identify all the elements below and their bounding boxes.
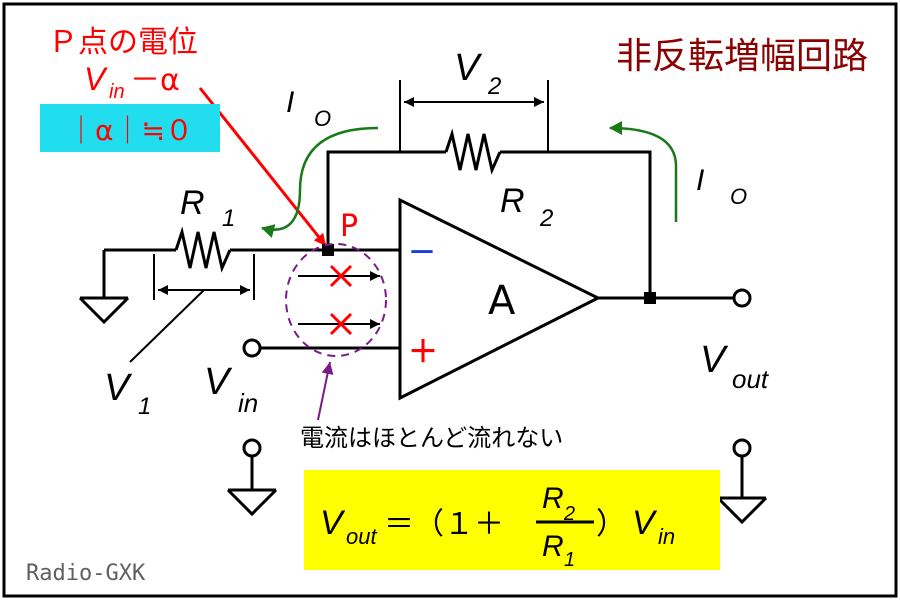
svg-text:2: 2 bbox=[539, 205, 553, 232]
svg-text:V: V bbox=[454, 47, 483, 89]
svg-text:out: out bbox=[732, 364, 770, 394]
resistor-r1 bbox=[174, 226, 232, 273]
p-potential-sub: in bbox=[109, 81, 125, 103]
svg-text:I: I bbox=[286, 86, 294, 119]
svg-text:in: in bbox=[238, 388, 258, 418]
alpha-approx-zero: ｜α｜≒０ bbox=[67, 114, 193, 147]
formula-lhs-sub: out bbox=[346, 524, 377, 549]
op-amp-label: A bbox=[488, 278, 516, 324]
inverting-sign: － bbox=[408, 236, 436, 269]
cross-mark-top bbox=[329, 264, 353, 288]
svg-text:I: I bbox=[696, 164, 704, 197]
svg-text:2: 2 bbox=[487, 73, 501, 100]
vout-label: V out bbox=[700, 339, 770, 394]
io-label-left: I O bbox=[286, 86, 331, 131]
vin-label: V in bbox=[204, 361, 258, 418]
io-arrow-right bbox=[609, 121, 678, 222]
formula: V out ＝（１＋ R 2 R 1 ） V in bbox=[320, 482, 675, 571]
ground-left bbox=[78, 250, 130, 325]
p-point-potential-label: Ｐ点の電位 bbox=[48, 25, 198, 60]
title: 非反転増幅回路 bbox=[616, 36, 868, 77]
vout-terminal bbox=[732, 288, 752, 308]
svg-text:O: O bbox=[314, 106, 331, 131]
svg-text:R: R bbox=[500, 182, 525, 220]
op-amp bbox=[398, 197, 602, 401]
wire-feedback-left bbox=[326, 150, 446, 250]
svg-text:1: 1 bbox=[138, 393, 151, 420]
v2-label: V 2 bbox=[454, 47, 501, 100]
p-label: P bbox=[340, 209, 358, 244]
svg-text:R: R bbox=[180, 184, 205, 222]
formula-box bbox=[304, 470, 720, 570]
note-pointer-arrow bbox=[317, 361, 334, 421]
io-label-right: I O bbox=[696, 164, 747, 209]
resistor-r2 bbox=[444, 128, 502, 175]
svg-text:O: O bbox=[730, 184, 747, 209]
svg-text:V: V bbox=[700, 339, 729, 381]
p-potential-alpha: －α bbox=[130, 63, 180, 98]
formula-lhs: V bbox=[320, 504, 346, 542]
cross-mark-bottom bbox=[329, 312, 353, 336]
io-arrow-left bbox=[261, 126, 379, 238]
ground-vin bbox=[226, 438, 278, 517]
p-pointer-arrow bbox=[198, 87, 328, 247]
r2-label: R 2 bbox=[500, 182, 553, 232]
ground-vout bbox=[716, 438, 768, 525]
input-current-ellipse bbox=[285, 243, 387, 357]
p-potential-expression: V in －α bbox=[84, 61, 180, 103]
wire-feedback-right bbox=[500, 150, 652, 298]
p-potential-v: V bbox=[84, 61, 108, 97]
formula-rhs: V bbox=[632, 504, 658, 542]
svg-text:1: 1 bbox=[222, 205, 235, 232]
formula-rhs-sub: in bbox=[658, 524, 675, 549]
svg-text:V: V bbox=[204, 361, 233, 403]
noninverting-sign: ＋ bbox=[408, 335, 438, 370]
watermark: Radio-GXK bbox=[26, 561, 146, 586]
formula-den: R bbox=[542, 530, 564, 563]
v1-label: V 1 bbox=[104, 367, 151, 420]
no-current-note: 電流はほとんど流れない bbox=[300, 424, 563, 452]
svg-text:V: V bbox=[104, 367, 133, 409]
v1-leader bbox=[129, 289, 205, 363]
vin-terminal bbox=[242, 338, 262, 358]
formula-num: R bbox=[542, 482, 564, 515]
formula-close: ） bbox=[596, 507, 626, 542]
alpha-box bbox=[40, 104, 220, 152]
output-node bbox=[644, 292, 656, 304]
formula-eq: ＝（１＋ bbox=[384, 507, 504, 542]
r1-label: R 1 bbox=[180, 184, 235, 232]
formula-den-sub: 1 bbox=[564, 549, 575, 571]
formula-num-sub: 2 bbox=[563, 503, 575, 525]
